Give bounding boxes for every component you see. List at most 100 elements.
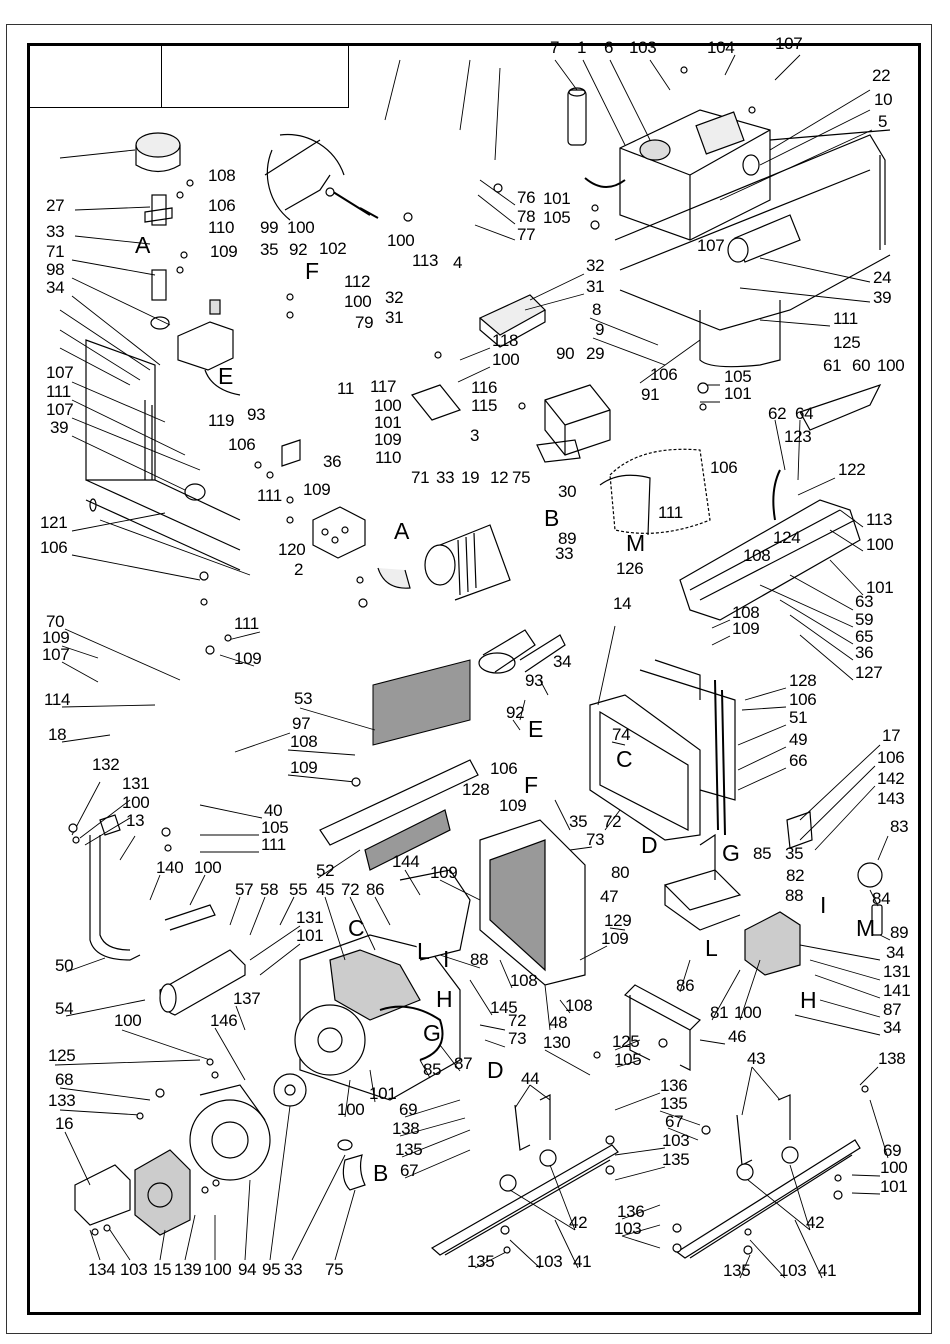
part-callout: 30 — [558, 482, 577, 501]
part-callout: 52 — [316, 861, 335, 880]
hose-75 — [337, 1139, 366, 1191]
part-callout: 103 — [662, 1131, 690, 1150]
part-callout: 105 — [261, 818, 289, 837]
part-callout: 130 — [543, 1033, 571, 1052]
part-callout: 4 — [453, 253, 463, 272]
part-callout: 103 — [629, 38, 657, 57]
part-callout: 136 — [660, 1076, 688, 1095]
part-callout: 101 — [369, 1084, 397, 1103]
part-callout: 103 — [614, 1219, 642, 1238]
part-callout: 7 — [550, 38, 560, 57]
part-callout: 92 — [506, 703, 525, 722]
part-callout: 6 — [604, 38, 614, 57]
coolant-reservoir — [177, 299, 241, 396]
part-callout: 144 — [392, 852, 420, 871]
part-callout: 100 — [122, 793, 150, 812]
part-callout: 108 — [290, 732, 318, 751]
part-callout: 103 — [120, 1260, 148, 1279]
part-callout: 17 — [882, 726, 901, 745]
part-callout: 44 — [521, 1069, 540, 1088]
engine — [294, 869, 471, 1101]
part-callout: 81 — [710, 1003, 729, 1022]
part-callout: 103 — [535, 1252, 563, 1271]
outer-border — [6, 24, 932, 1334]
connection-letter: G — [722, 840, 740, 866]
part-callout: 107 — [46, 400, 74, 419]
part-callout: 101 — [374, 413, 402, 432]
part-callout: 3 — [470, 426, 480, 445]
part-callout: 39 — [873, 288, 892, 307]
part-callout: 100 — [387, 231, 415, 250]
radiator — [589, 659, 736, 841]
part-callout: 100 — [337, 1100, 365, 1119]
part-callout: 71 — [411, 468, 430, 487]
part-callout: 40 — [264, 801, 283, 820]
part-callout: 113 — [866, 510, 893, 529]
part-callout: 80 — [611, 863, 630, 882]
part-callout: 109 — [374, 430, 402, 449]
part-callout: 106 — [208, 196, 236, 215]
part-callout: 140 — [156, 858, 184, 877]
part-callout: 103 — [779, 1261, 807, 1280]
part-callout: 135 — [467, 1252, 495, 1271]
part-callout: 87 — [454, 1054, 473, 1073]
part-callout: 42 — [569, 1213, 588, 1232]
part-callout: 97 — [292, 714, 311, 733]
part-callout: 117 — [370, 377, 397, 396]
part-callout: 101 — [866, 578, 894, 597]
part-callout: 50 — [55, 956, 74, 975]
part-callout: 136 — [617, 1202, 645, 1221]
battery — [536, 384, 611, 463]
connection-letter: B — [373, 1160, 389, 1186]
part-callout: 62 — [768, 404, 787, 423]
part-callout: 79 — [355, 313, 374, 332]
hardware-fasteners — [68, 66, 869, 1255]
part-callout: 32 — [586, 256, 605, 275]
air-cleaner — [377, 524, 566, 674]
part-callout: 87 — [883, 1000, 902, 1019]
connection-letter: D — [487, 1057, 504, 1083]
part-callout: 107 — [46, 363, 74, 382]
connection-letter: G — [423, 1020, 441, 1046]
part-callout: 69 — [399, 1100, 418, 1119]
part-callout: 134 — [88, 1260, 116, 1279]
part-callout: 108 — [743, 546, 771, 565]
part-callout: 108 — [565, 996, 593, 1015]
part-callout: 139 — [174, 1260, 202, 1279]
part-callout: 2 — [294, 560, 304, 579]
part-callout: 100 — [287, 218, 315, 237]
suction-strainer — [727, 214, 801, 263]
part-callout: 109 — [499, 796, 527, 815]
connection-letter: L — [705, 935, 718, 961]
part-callout: 142 — [877, 769, 905, 788]
part-callout: 75 — [512, 468, 531, 487]
part-callout: 61 — [823, 356, 842, 375]
title-block-cell-left — [27, 43, 162, 107]
part-callout: 93 — [525, 671, 544, 690]
part-callout: 72 — [508, 1011, 527, 1030]
part-callout: 5 — [878, 112, 888, 131]
connection-letter: M — [626, 530, 646, 556]
part-callout: 107 — [697, 236, 725, 255]
part-callout: 85 — [423, 1060, 442, 1079]
part-callout: 15 — [153, 1260, 172, 1279]
part-callout: 125 — [612, 1032, 640, 1051]
muffler — [159, 904, 246, 1016]
part-callout: 77 — [517, 225, 536, 244]
part-callout: 63 — [855, 592, 874, 611]
part-callout: 69 — [883, 1141, 902, 1160]
part-callout: 100 — [880, 1158, 908, 1177]
part-callout: 98 — [46, 260, 65, 279]
part-callout: 109 — [210, 242, 238, 261]
part-callout: 137 — [233, 989, 261, 1008]
return-filter — [567, 87, 626, 188]
part-callout: 116 — [471, 378, 498, 397]
part-callout: 100 — [374, 396, 402, 415]
part-callout: 34 — [886, 943, 905, 962]
part-callout: 10 — [874, 90, 893, 109]
part-callout: 86 — [366, 880, 385, 899]
manifold-block — [281, 439, 366, 559]
part-callout: 127 — [855, 663, 883, 682]
control-valve — [411, 294, 546, 421]
